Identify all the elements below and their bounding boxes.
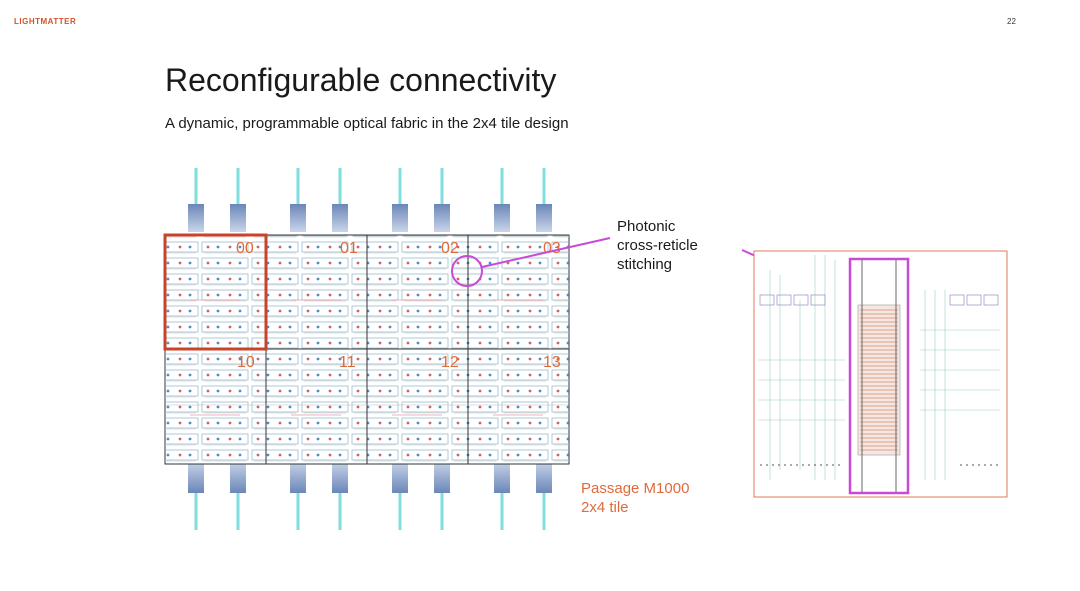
tile-caption-line-1: Passage M1000 (581, 480, 690, 497)
top-connector (494, 204, 510, 232)
callout-pointer-left (481, 237, 611, 268)
bottom-connector (434, 461, 450, 493)
stitching-zoom-inset (753, 250, 1008, 498)
tile-caption-line-2: 2x4 tile (581, 499, 629, 516)
tile-label-03: 03 (543, 240, 561, 257)
stitching-circle (451, 255, 483, 287)
top-connector (332, 204, 348, 232)
bottom-connector (392, 461, 408, 493)
top-connector (536, 204, 552, 232)
callout-line-1: Photonic (617, 218, 676, 235)
top-connector (392, 204, 408, 232)
tile-label-01: 01 (340, 240, 358, 257)
bottom-connector (230, 461, 246, 493)
tile-label-10: 10 (237, 354, 255, 371)
slide-title: Reconfigurable connectivity (165, 62, 557, 98)
slide-subtitle: A dynamic, programmable optical fabric i… (165, 115, 569, 132)
tile-label-12: 12 (441, 354, 459, 371)
stitching-callout: Photonic cross-reticle stitching (617, 217, 698, 274)
bottom-fiber-group (188, 461, 552, 530)
bottom-connector (290, 461, 306, 493)
top-connector (230, 204, 246, 232)
page-number: 22 (1007, 17, 1016, 26)
top-connector (188, 204, 204, 232)
tile-caption: Passage M1000 2x4 tile (581, 479, 689, 517)
top-connector (434, 204, 450, 232)
top-fiber-group (188, 168, 552, 232)
tile-label-11: 11 (339, 354, 356, 371)
bottom-connector (188, 461, 204, 493)
callout-line-3: stitching (617, 256, 673, 273)
top-connector (290, 204, 306, 232)
callout-line-2: cross-reticle (617, 237, 698, 254)
tile-label-13: 13 (543, 354, 561, 371)
bottom-connector (536, 461, 552, 493)
tile-label-02: 02 (441, 240, 459, 257)
tile-00-highlight (163, 233, 268, 351)
bottom-connector (332, 461, 348, 493)
company-logo: LIGHTMATTER (14, 17, 77, 26)
tile-label-00: 00 (236, 240, 254, 257)
stitching-highlight-box (848, 257, 910, 495)
bottom-connector (494, 461, 510, 493)
